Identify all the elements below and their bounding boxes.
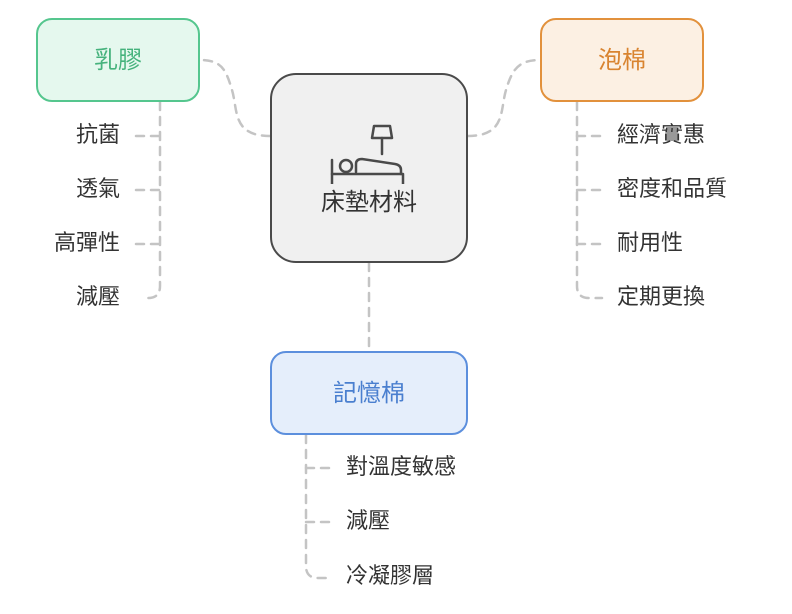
branch-node-memory-foam[interactable]: 記憶棉 (270, 351, 468, 435)
leaf-latex-breathable: 透氣 (75, 177, 120, 202)
leaf-latex-antibacterial: 抗菌 (75, 123, 120, 148)
leaf-memory-temperature-sensitive: 對溫度敏感 (346, 455, 457, 480)
branch-label-foam: 泡棉 (598, 46, 646, 74)
branch-node-foam[interactable]: 泡棉 (540, 18, 704, 102)
connector-memory-spine (304, 433, 334, 580)
branch-label-memory-foam: 記憶棉 (333, 379, 405, 407)
leaf-foam-regular-replacement: 定期更換 (617, 285, 706, 310)
leaf-foam-durability: 耐用性 (617, 231, 684, 256)
bed-with-lamp-icon (330, 124, 405, 184)
leaf-foam-affordable: 經濟實惠 (617, 123, 706, 148)
leaf-foam-density-quality: 密度和品質 (617, 177, 728, 202)
center-node-label: 床墊材料 (321, 188, 417, 216)
leaf-latex-pressure-relief: 減壓 (75, 285, 120, 310)
connector-foam-spine (575, 100, 604, 300)
leaf-latex-high-elasticity: 高彈性 (53, 231, 120, 256)
branch-label-latex: 乳膠 (94, 46, 142, 74)
branch-node-latex[interactable]: 乳膠 (36, 18, 200, 102)
leaf-memory-pressure-relief: 減壓 (346, 509, 391, 534)
connector-center-latex (198, 58, 272, 138)
connector-latex-spine (146, 100, 162, 300)
connector-center-foam (466, 58, 542, 138)
leaf-memory-cooling-gel-layer: 冷凝膠層 (346, 564, 435, 589)
center-node[interactable]: 床墊材料 (270, 73, 468, 263)
